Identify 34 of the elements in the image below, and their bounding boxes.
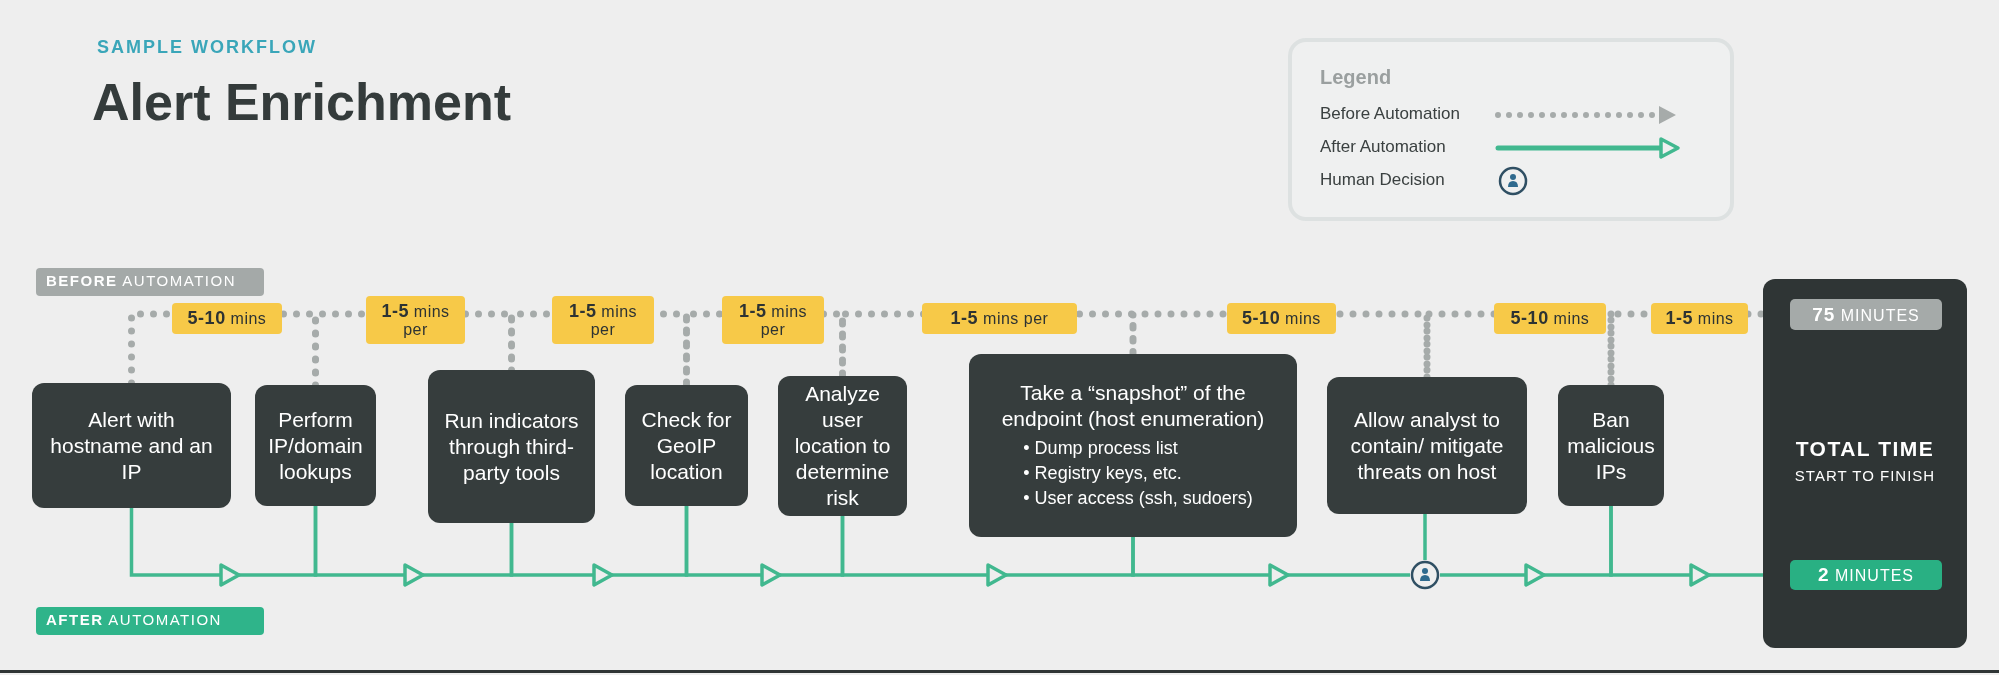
time-badge: 1-5 mins per [922,303,1077,334]
process-box: Alert with hostname and an IP [32,383,231,508]
process-box: Analyze user location to determine risk [778,376,907,516]
process-box [969,354,1297,537]
time-badge: 1-5 mins [1651,303,1748,334]
legend-label: Human Decision [1320,170,1445,190]
process-box: Check for GeoIP location [625,385,748,506]
legend-label: Before Automation [1320,104,1460,124]
time-badge: 1-5 mins per [366,296,465,344]
title: Alert Enrichment [92,72,511,132]
process-box: Ban malicious IPs [1558,385,1664,506]
before-automation-tag: BEFORE AUTOMATION [36,268,264,296]
panel-subheading: START TO FINISH [1793,467,1937,484]
time-total-badge: 2 MINUTES [1790,560,1942,590]
time-total-badge: 75 MINUTES [1790,299,1942,330]
box-heading: Take a “snapshot” of the endpoint (host enumeration) [1000,380,1266,432]
time-badge: 5-10 mins [172,303,282,334]
person-icon [1410,560,1440,590]
process-box: Allow analyst to contain/ mitigate threats on host [1327,377,1527,514]
bullet-item: • User access (ssh, sudoers) [1023,487,1253,510]
legend-heading: Legend [1320,66,1392,89]
time-badge: 5-10 mins [1227,303,1336,334]
bullet-item: • Registry keys, etc. [1023,462,1183,485]
panel-heading: TOTAL TIME [1794,437,1936,461]
process-box: Perform IP/domain lookups [255,385,376,506]
time-badge: 1-5 mins per [552,296,654,344]
after-automation-tag: AFTER AUTOMATION [36,607,264,635]
subtitle: SAMPLE WORKFLOW [97,37,317,58]
total-time-panel [1763,279,1967,648]
bullet-item: • Dump process list [1023,437,1179,460]
legend-label: After Automation [1320,137,1446,157]
time-badge: 1-5 mins per [722,296,824,344]
process-box: Run indicators through third-party tools [428,370,595,523]
time-badge: 5-10 mins [1494,303,1606,334]
